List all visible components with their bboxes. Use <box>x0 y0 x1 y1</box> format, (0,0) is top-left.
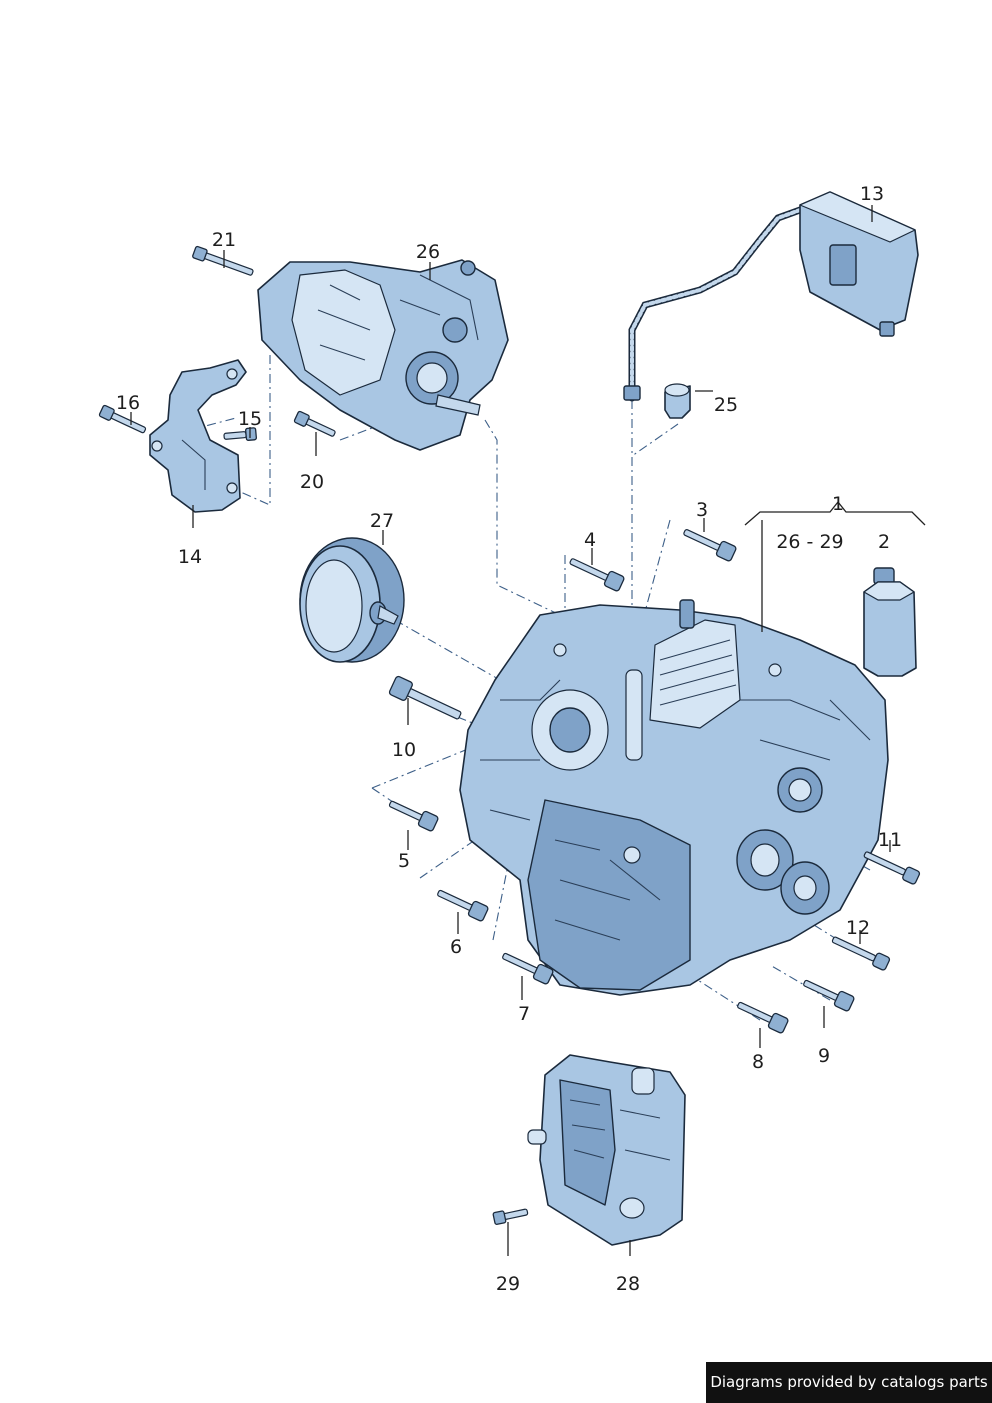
callout-25: 25 <box>714 394 738 416</box>
callout-28: 28 <box>616 1273 640 1295</box>
part-13-control-unit <box>623 191 919 402</box>
bolt-9 <box>803 979 855 1012</box>
callout-range: 26 - 29 <box>776 531 843 553</box>
callout-13: 13 <box>860 183 884 205</box>
bolt-20 <box>293 410 336 437</box>
part-28-mechatronic <box>527 1054 686 1246</box>
callout-4: 4 <box>584 529 596 551</box>
callout-15: 15 <box>238 408 262 430</box>
bolt-21 <box>192 245 254 276</box>
callout-16: 16 <box>116 392 140 414</box>
bolt-29 <box>492 1208 529 1225</box>
part-14-bracket <box>149 359 247 513</box>
bolt-3 <box>683 529 737 562</box>
callout-11: 11 <box>878 829 902 851</box>
leader-lines <box>130 205 926 1256</box>
bolts <box>98 245 921 1225</box>
callout-26: 26 <box>416 241 440 263</box>
bolt-8 <box>737 1001 789 1034</box>
callout-5: 5 <box>398 850 410 872</box>
callout-6: 6 <box>450 936 462 958</box>
callout-20: 20 <box>300 471 324 493</box>
callout-10: 10 <box>392 739 416 761</box>
callout-8: 8 <box>752 1051 764 1073</box>
bolt-10 <box>388 675 462 720</box>
part-2-oil-bottle <box>863 567 917 677</box>
callout-3: 3 <box>696 499 708 521</box>
callout-14: 14 <box>178 546 202 568</box>
callout-27: 27 <box>370 510 394 532</box>
bolt-6 <box>437 889 489 922</box>
callout-21: 21 <box>212 229 236 251</box>
callout-2: 2 <box>878 531 890 553</box>
bolt-5 <box>388 800 439 832</box>
bolt-11 <box>863 851 921 885</box>
callout-7: 7 <box>518 1003 530 1025</box>
bolt-12 <box>831 936 891 971</box>
part-25-plug <box>664 383 691 419</box>
callouts: 13 21 26 25 16 15 20 14 1 3 27 26 - 29 2… <box>116 183 902 1295</box>
callout-12: 12 <box>846 917 870 939</box>
credit-banner: Diagrams provided by catalogs parts <box>706 1362 992 1403</box>
part-26-angle-drive <box>257 259 509 451</box>
gearbox-housing <box>459 599 889 996</box>
callout-29: 29 <box>496 1273 520 1295</box>
part-27-clutch <box>299 537 405 663</box>
bolt-7 <box>502 952 554 985</box>
bolt-4 <box>569 558 625 592</box>
bolt-16 <box>98 404 147 434</box>
callout-1: 1 <box>832 493 844 515</box>
callout-9: 9 <box>818 1045 830 1067</box>
